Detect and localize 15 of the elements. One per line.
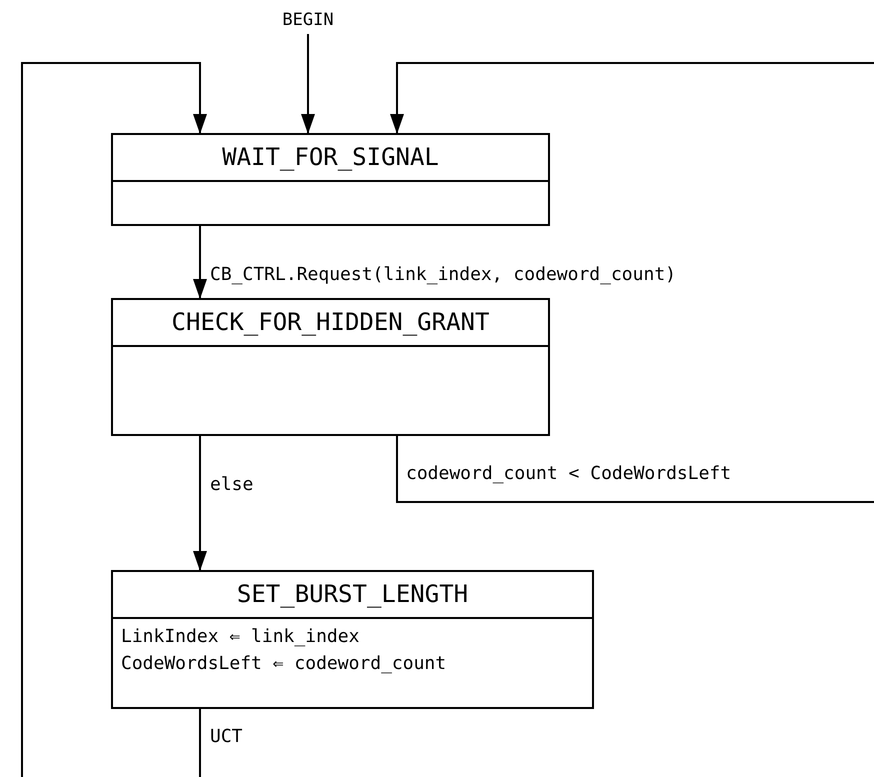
state-box (111, 298, 550, 436)
transition-arrow (193, 226, 207, 299)
transition-arrow (21, 62, 207, 777)
state-name: SET_BURST_LENGTH (113, 572, 592, 619)
state-name: CHECK_FOR_HIDDEN_GRANT (113, 300, 548, 347)
state-action: LinkIndex ⇐ link_index (121, 625, 360, 649)
edge-label: codeword_count < CodeWordsLeft (406, 463, 732, 485)
state-name: WAIT_FOR_SIGNAL (113, 135, 548, 182)
state-box (111, 133, 550, 226)
state-box (111, 570, 594, 709)
transition-arrow (193, 436, 207, 571)
start-label: BEGIN (268, 10, 348, 34)
transition-arrow (390, 62, 874, 503)
state-action: CodeWordsLeft ⇐ codeword_count (121, 652, 448, 676)
transition-arrow (301, 34, 315, 134)
